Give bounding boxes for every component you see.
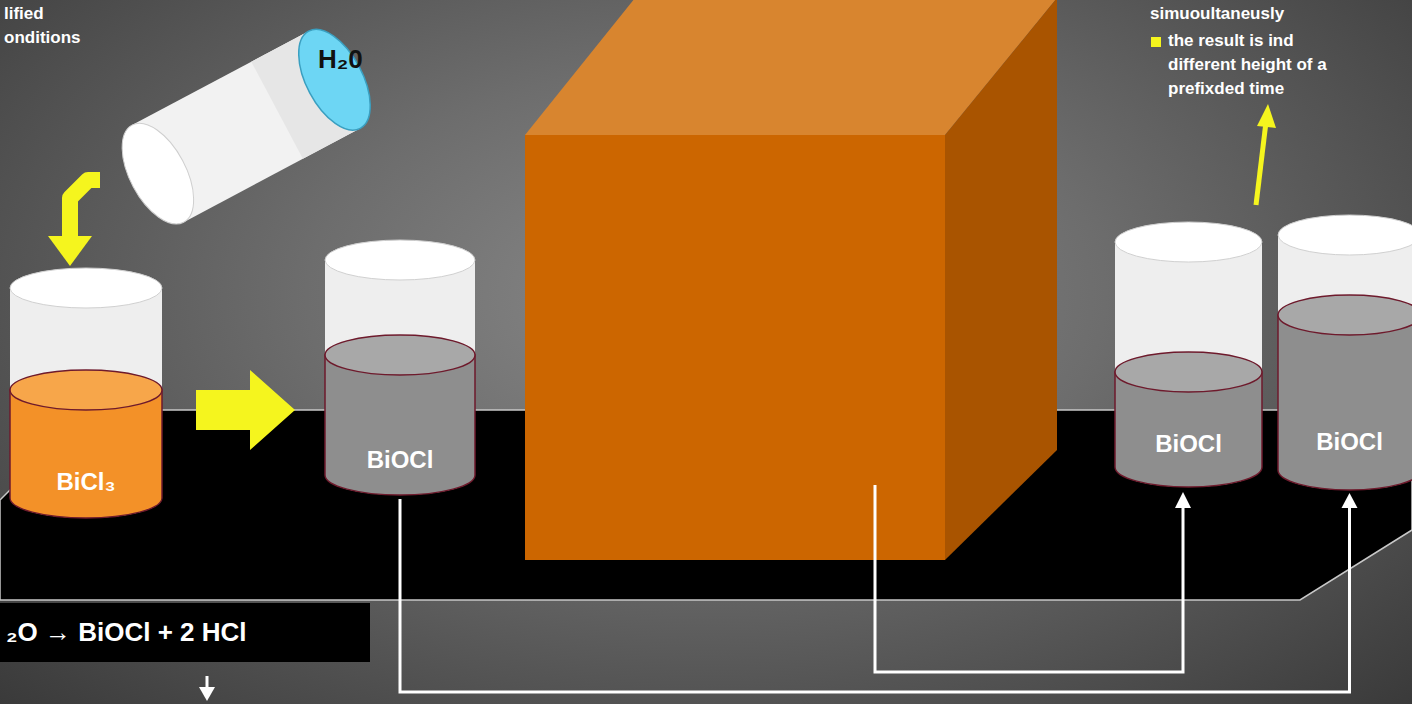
beaker-liquid	[325, 355, 475, 495]
cropped-note: lified onditions	[4, 2, 114, 50]
beaker-glass	[1278, 235, 1412, 490]
transfer-arrow	[196, 370, 295, 450]
arrow-head	[1175, 492, 1191, 508]
oven-output-line	[875, 485, 1183, 672]
height-arrow	[1256, 122, 1266, 205]
beaker: BiOCl	[323, 240, 477, 495]
arrow-head	[48, 236, 92, 266]
water-bottle: H₂0	[100, 0, 395, 240]
beaker-glass	[10, 288, 162, 518]
connector	[196, 370, 295, 450]
bottle-body	[107, 18, 385, 235]
arrow-head	[1257, 104, 1276, 128]
beaker-rim	[10, 268, 162, 308]
bottle-mouth	[107, 112, 208, 235]
arrow-head	[199, 687, 215, 701]
beaker-rim	[1278, 215, 1412, 255]
beaker: BiOCl	[1113, 222, 1264, 487]
beaker: BiOCl	[1276, 215, 1412, 490]
liquid-surface	[1278, 295, 1412, 335]
substance-label: BiCl₃	[8, 468, 164, 496]
liquid-surface	[10, 370, 162, 410]
pour-arrow	[70, 180, 100, 240]
bottle-outline	[100, 0, 395, 240]
substance-label: BiOCl	[1276, 428, 1412, 456]
bullet	[1151, 37, 1161, 47]
beaker-rim	[1115, 222, 1262, 262]
liquid-surface	[325, 335, 475, 375]
beaker-glass	[1115, 242, 1262, 487]
substance-label: BiOCl	[323, 446, 477, 474]
oven-front	[525, 135, 945, 560]
note-text: the result is ind different height of a …	[1168, 29, 1340, 101]
beaker: BiCl₃	[8, 268, 164, 518]
bottle-label: H₂0	[318, 44, 363, 75]
connector	[400, 493, 1358, 692]
bottle-cap	[284, 18, 385, 141]
connector	[48, 180, 100, 266]
transfer-line	[400, 499, 1350, 692]
oven-side	[945, 0, 1057, 560]
beaker-glass	[325, 260, 475, 495]
beaker-rim	[325, 240, 475, 280]
substance-label: BiOCl	[1113, 430, 1264, 458]
equation-box: ₂O → BiOCl + 2 HCl	[0, 603, 370, 662]
beaker-liquid	[1278, 315, 1412, 490]
note-text: simuoultaneusly	[1150, 2, 1370, 26]
equation-text: ₂O → BiOCl + 2 HCl	[6, 617, 350, 648]
liquid-surface	[1115, 352, 1262, 392]
arrow-head	[1342, 493, 1358, 508]
